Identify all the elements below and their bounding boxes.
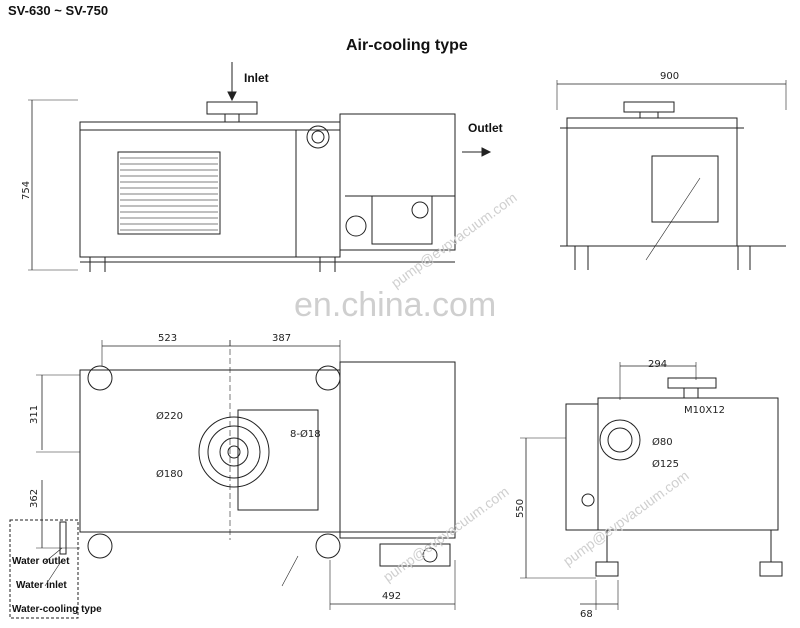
dim-height-550: 550 [515,498,526,518]
dim-523: 523 [158,333,178,344]
dim-294: 294 [648,359,668,370]
dim-bolt-8-18: 8-Ø18 [290,429,321,440]
plan-view [9,340,456,619]
dim-387: 387 [272,333,292,344]
watermark-site: en.china.com [294,286,497,324]
outlet-label: Outlet [468,121,503,135]
dim-362: 362 [29,488,40,508]
water-cooling-type-label: Water-cooling type [12,604,102,615]
dim-311: 311 [29,404,40,424]
dim-height-754: 754 [21,180,32,200]
side-view [556,80,787,270]
dim-m10x12: M10X12 [684,405,725,416]
dim-d80: Ø80 [652,437,673,448]
dim-d180: Ø180 [156,469,183,480]
dim-68: 68 [580,609,593,620]
inlet-label: Inlet [244,71,269,85]
water-outlet-label: Water outlet [12,556,70,567]
dim-d125: Ø125 [652,459,679,470]
dim-492: 492 [382,591,402,602]
page-title: Air-cooling type [346,37,468,54]
water-inlet-label: Water inlet [16,580,67,591]
dim-d220: Ø220 [156,411,183,422]
dim-width-900: 900 [660,71,680,82]
front-view [28,62,492,272]
model-range: SV-630 ~ SV-750 [8,3,109,18]
end-view [520,362,783,610]
